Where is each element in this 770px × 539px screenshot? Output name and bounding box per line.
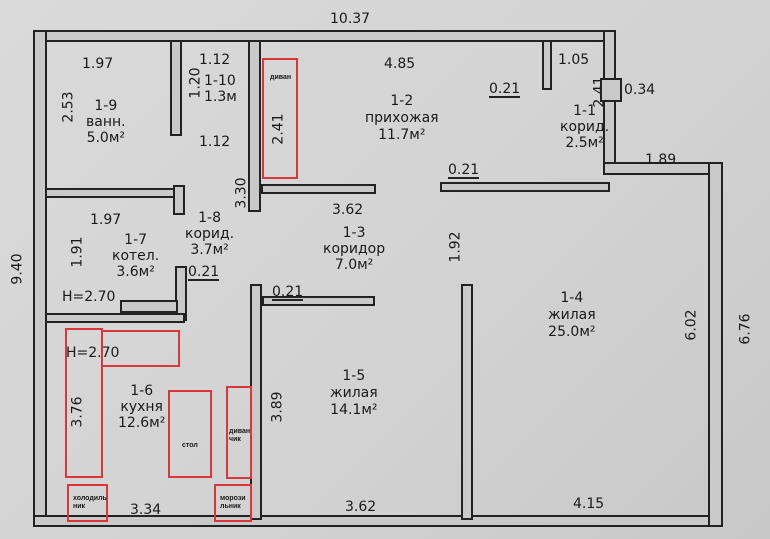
dim-top: 10.37 bbox=[330, 11, 371, 27]
dim-right: 6.76 bbox=[737, 313, 754, 345]
wall bbox=[261, 184, 376, 194]
window bbox=[120, 300, 178, 313]
dim-wall-3: 0.21 bbox=[448, 162, 480, 179]
dim-corr-h: 1.92 bbox=[447, 231, 464, 263]
wall bbox=[170, 40, 182, 136]
dim-corr11-w: 1.05 bbox=[558, 52, 590, 68]
dim-wc-w2: 1.12 bbox=[199, 134, 231, 150]
kitchen-counter bbox=[65, 328, 103, 478]
dim-wall-1: 0.21 bbox=[188, 264, 220, 281]
sofa: диван bbox=[262, 58, 298, 179]
dim-wall-2: 0.21 bbox=[272, 284, 304, 301]
table: стол bbox=[168, 390, 212, 478]
wall-left bbox=[33, 30, 47, 527]
wall bbox=[45, 313, 185, 323]
dim-bath-w: 1.97 bbox=[82, 56, 114, 72]
dim-bottom-mid: 3.62 bbox=[345, 499, 377, 515]
dim-corr18-h: 3.30 bbox=[233, 177, 250, 209]
dim-left: 9.40 bbox=[9, 253, 26, 285]
exterior-box bbox=[600, 78, 622, 102]
wall bbox=[262, 296, 375, 306]
wall-right bbox=[708, 162, 723, 527]
height-label-1: H=2.70 bbox=[62, 289, 116, 305]
fridge: холодильник bbox=[67, 484, 108, 522]
height-label-2: H=2.70 bbox=[66, 345, 120, 361]
dim-kitchen-h: 3.76 bbox=[69, 396, 86, 428]
dim-living-h: 6.02 bbox=[683, 309, 700, 341]
freezer: морозильник bbox=[214, 484, 252, 522]
wall-top bbox=[33, 30, 615, 42]
small-sofa: диванчик bbox=[226, 386, 252, 479]
dim-bottom-left: 3.34 bbox=[130, 502, 162, 518]
wall bbox=[45, 188, 185, 198]
dim-wall-4: 0.21 bbox=[489, 81, 521, 98]
dim-ext: 0.34 bbox=[624, 82, 656, 98]
dim-sofa-len: 2.41 bbox=[270, 113, 287, 145]
dim-boiler-w: 1.97 bbox=[90, 212, 122, 228]
wall bbox=[173, 185, 185, 215]
dim-kitchen-h2: 3.89 bbox=[269, 391, 286, 423]
dim-wc-h: 1.20 bbox=[187, 67, 204, 99]
wall bbox=[248, 40, 261, 212]
dim-wc-w: 1.12 bbox=[199, 52, 231, 68]
wall bbox=[461, 284, 473, 520]
kitchen-counter-top bbox=[101, 330, 180, 367]
dim-top-mid: 4.85 bbox=[384, 56, 416, 72]
dim-boiler-h: 1.91 bbox=[69, 236, 86, 268]
dim-bottom-right: 4.15 bbox=[573, 496, 605, 512]
dim-hall-w: 3.62 bbox=[332, 202, 364, 218]
wall bbox=[440, 182, 610, 192]
dim-bath-h: 2.53 bbox=[60, 91, 77, 123]
dim-porch: 1.89 bbox=[645, 152, 677, 168]
wall bbox=[542, 40, 552, 90]
